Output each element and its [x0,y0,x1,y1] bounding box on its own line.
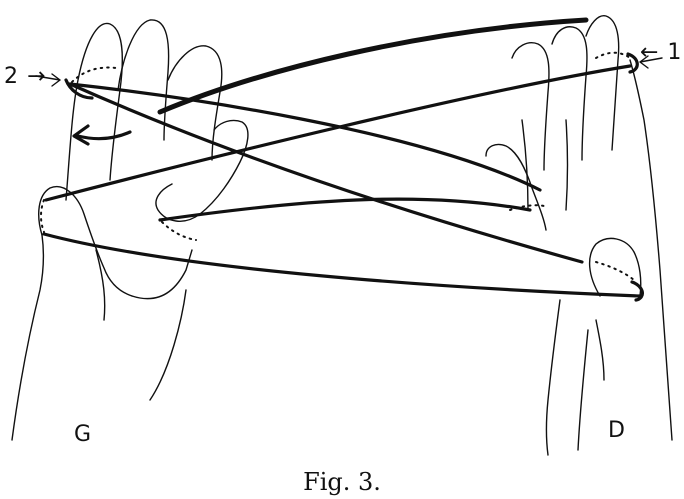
right-palm-edge [547,300,561,455]
left-hand-outer-edge [12,235,43,440]
right-palm-crease [596,320,604,380]
string-loops [44,20,642,300]
loop-1-top-string [70,84,540,190]
right-index-finger [586,16,619,150]
motion-arrow [74,126,130,144]
right-thumb [590,238,641,296]
hidden-string-segments [41,53,634,280]
right-hand-outer-edge [630,60,672,440]
right-hand [486,16,672,455]
right-finger-line-b [566,120,568,210]
left-hand-label: G [74,424,91,446]
marker-2-label: 2 → [4,66,46,88]
right-wrist-line [578,330,588,450]
right-top-dotted-loop [596,53,630,58]
right-ring-finger [512,43,549,170]
right-hand-label: D [608,420,625,442]
marker-arrows [36,56,662,86]
top-heavy-string [160,20,586,112]
figure-caption: Fig. 3. [0,470,684,494]
right-middle-finger [552,27,587,160]
left-index-finger [66,23,122,200]
loop-2-right-to-left-string [46,66,630,200]
curved-arrow-head-icon [74,126,88,144]
left-thumb [39,187,132,296]
left-wrist [150,290,186,400]
left-little-finger-dotted-loop [162,222,196,240]
left-hand [12,20,248,440]
right-thumb-dotted-loop [596,262,634,280]
loop-lower-crossing-string [160,199,530,220]
marker-1-label: ← 1 [640,42,682,64]
curved-arrow-shaft [78,132,130,139]
bottom-long-string [44,234,640,296]
left-thumb-dotted-loop [41,200,44,232]
left-little-finger [156,120,248,221]
